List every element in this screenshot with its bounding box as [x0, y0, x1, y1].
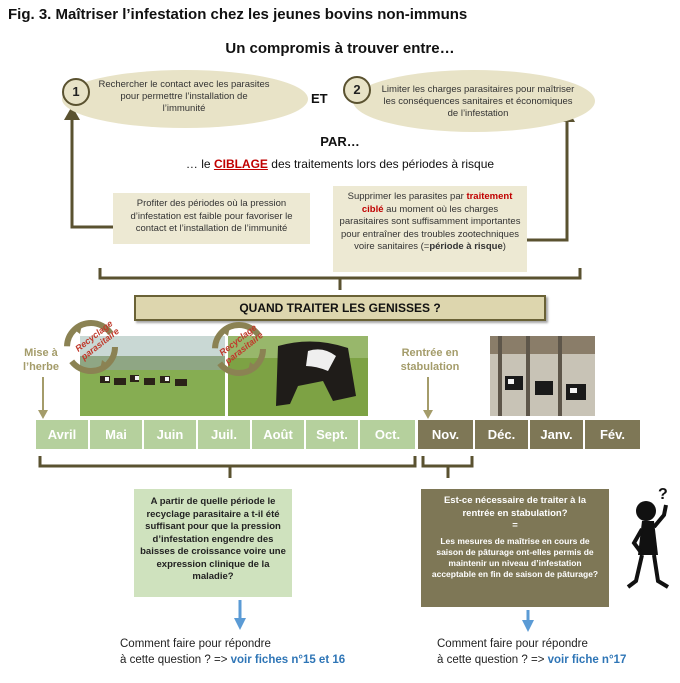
right-box-highlight: traitement ciblé — [361, 191, 513, 215]
footer-right: Comment faire pour répondre à cette ques… — [437, 636, 626, 668]
month-nov: Nov. — [418, 420, 473, 449]
footer-right-link[interactable]: voir fiche n°17 — [547, 654, 627, 666]
quand-traiter-banner: QUAND TRAITER LES GENISSES ? — [134, 295, 546, 321]
mise-herbe-label: Mise à l’herbe — [22, 347, 60, 373]
svg-text:?: ? — [658, 486, 668, 503]
month-janv: Janv. — [530, 420, 583, 449]
right-strategy-box: Supprimer les parasites par traitement c… — [333, 186, 527, 272]
rentree-label: Rentrée en stabulation — [400, 347, 460, 373]
recycle-arrows-icon — [210, 320, 268, 378]
footer-left-link[interactable]: voir fiches n°15 et 16 — [230, 654, 346, 666]
month-avril: Avril — [36, 420, 88, 449]
option-1-oval — [62, 70, 308, 128]
footer-left-line1: Comment faire pour répondre — [120, 638, 271, 650]
option-2-number: 2 — [343, 76, 371, 104]
question-right-main: Est-ce nécessaire de traiter à la rentré… — [443, 495, 587, 519]
footer-right-line1: Comment faire pour répondre — [437, 638, 588, 650]
ciblage-before: … le — [185, 157, 214, 171]
month-oct: Oct. — [360, 420, 415, 449]
right-up-arrow — [527, 120, 569, 242]
right-box-part1: Supprimer les parasites par — [347, 191, 467, 202]
month-mai: Mai — [90, 420, 142, 449]
month-dec: Déc. — [475, 420, 528, 449]
month-fev: Fév. — [585, 420, 640, 449]
month-juin: Juin — [144, 420, 196, 449]
footer-left: Comment faire pour répondre à cette ques… — [120, 636, 345, 668]
stable-photo — [490, 336, 595, 416]
footer-left-line2: à cette question ? => — [120, 654, 231, 666]
month-aout: Août — [252, 420, 304, 449]
bottom-bracket-left — [38, 456, 417, 478]
question-right-equals: = — [512, 520, 518, 531]
subtitle: Un compromis à trouver entre… — [225, 40, 455, 57]
right-box-part2: au moment où les charges parasitaires so… — [339, 203, 521, 253]
footer-right-line2: à cette question ? => — [437, 654, 548, 666]
left-arrowhead — [64, 106, 80, 120]
ciblage-after: des traitements lors des périodes à risq… — [267, 157, 495, 171]
option-1-number: 1 — [62, 78, 90, 106]
month-sept: Sept. — [306, 420, 358, 449]
question-right-sub: Les mesures de maîtrise en cours de sais… — [431, 535, 599, 579]
connector-et: ET — [311, 91, 328, 106]
left-up-arrow — [70, 118, 113, 229]
bottom-bracket-right — [421, 456, 474, 478]
question-left-box: A partir de quelle période le recyclage … — [134, 489, 292, 597]
option-2-text: Limiter les charges parasitaires pour ma… — [381, 84, 575, 119]
ciblage-highlight: CIBLAGE — [213, 157, 268, 171]
recycle-arrows-icon — [62, 318, 120, 376]
question-right-box: Est-ce nécessaire de traiter à la rentré… — [421, 489, 609, 607]
option-1-text: Rechercher le contact avec les parasites… — [98, 79, 270, 114]
left-strategy-box: Profiter des périodes où la pression d’i… — [113, 193, 310, 244]
ciblage-line: … le CIBLAGE des traitements lors des pé… — [0, 157, 680, 171]
option-2-oval — [353, 70, 595, 132]
right-box-part3: ) — [502, 241, 506, 252]
right-box-bold: période à risque — [429, 241, 503, 252]
month-juil: Juil. — [198, 420, 250, 449]
figure-title: Fig. 3. Maîtriser l’infestation chez les… — [8, 6, 468, 23]
question-figure-icon: ? — [618, 485, 676, 593]
top-bracket — [98, 268, 582, 290]
par-label: PAR… — [320, 134, 360, 149]
